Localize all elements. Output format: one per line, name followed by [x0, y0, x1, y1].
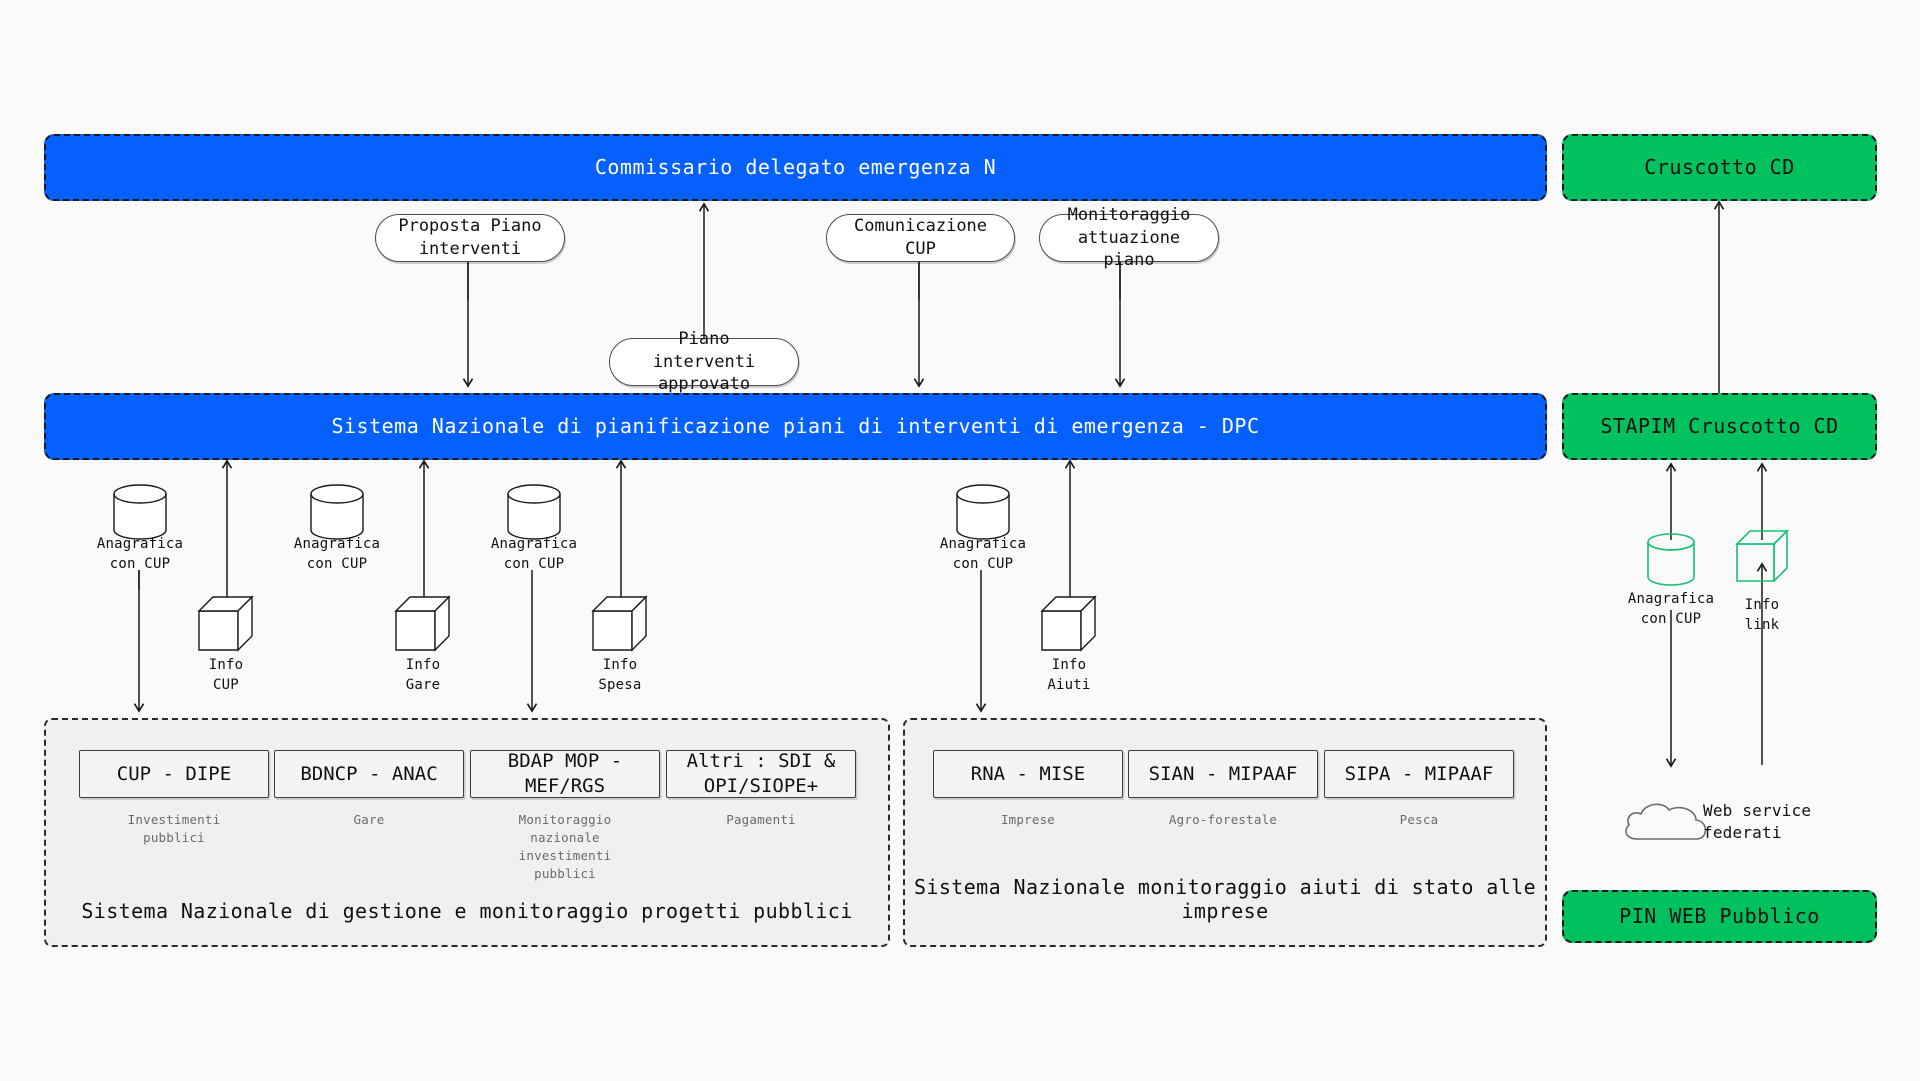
bar-sistema-nazionale-dpc[interactable]: Sistema Nazionale di pianificazione pian… [44, 393, 1547, 460]
box-sian-mipaaf[interactable]: SIAN - MIPAAF [1128, 750, 1318, 798]
box-bdncp-anac[interactable]: BDNCP - ANAC [274, 750, 464, 798]
database-icon-anagrafica-2 [308, 483, 366, 545]
pill-monitoraggio-attuazione-piano-label: Monitoraggio attuazione piano [1067, 204, 1191, 271]
pill-piano-interventi-approvato[interactable]: Piano interventi approvato [609, 329, 799, 394]
box-sipa-mipaaf[interactable]: SIPA - MIPAAF [1324, 750, 1514, 798]
cube-icon-info-spesa [590, 594, 652, 656]
bar-commissario-label: Commissario delegato emergenza N [594, 155, 997, 179]
database-label-anagrafica-3: Anagrafica con CUP [490, 536, 578, 572]
database-icon-anagrafica-1 [111, 483, 169, 545]
bar-cruscotto-cd-label: Cruscotto CD [1644, 155, 1795, 179]
box-rna-mise[interactable]: RNA - MISE [933, 750, 1123, 798]
cube-icon-info-link [1734, 528, 1794, 588]
database-label-anagrafica-4: Anagrafica con CUP [939, 536, 1027, 572]
pill-proposta-piano-interventi-label: Proposta Piano interventi [398, 216, 542, 259]
box-rna-mise-label: RNA - MISE [970, 762, 1086, 785]
pill-monitoraggio-attuazione-piano[interactable]: Monitoraggio attuazione piano [1039, 205, 1219, 270]
pill-comunicazione-cup[interactable]: Comunicazione CUP [826, 214, 1015, 262]
caption-altri-sdi: Pagamenti [726, 812, 796, 827]
database-icon-anagrafica-green [1645, 532, 1697, 590]
caption-cup-dipe: Investimenti pubblici [127, 812, 221, 846]
cube-label-info-gare: Info Gare [405, 657, 441, 693]
bar-commissario-delegato[interactable]: Commissario delegato emergenza N [44, 134, 1547, 201]
box-cup-dipe-label: CUP - DIPE [116, 762, 232, 785]
database-label-anagrafica-1: Anagrafica con CUP [96, 536, 184, 572]
box-cup-dipe[interactable]: CUP - DIPE [79, 750, 269, 798]
cloud-icon-web-service-federati [1620, 798, 1712, 844]
pill-proposta-piano-interventi[interactable]: Proposta Piano interventi [375, 214, 565, 262]
box-sipa-mipaaf-label: SIPA - MIPAAF [1344, 762, 1494, 785]
subgraph-sistema-aiuti-stato-title: Sistema Nazionale monitoraggio aiuti di … [913, 875, 1537, 923]
cube-label-info-link: Info link [1744, 597, 1780, 633]
bar-stapim-cruscotto-cd-label: STAPIM Cruscotto CD [1600, 414, 1839, 438]
database-icon-anagrafica-4 [954, 483, 1012, 545]
database-icon-anagrafica-3 [505, 483, 563, 545]
cube-icon-info-gare [393, 594, 455, 656]
bar-pin-web-pubblico-label: PIN WEB Pubblico [1619, 904, 1820, 928]
cube-icon-info-aiuti [1039, 594, 1101, 656]
caption-sipa-mipaaf: Pesca [1399, 812, 1439, 827]
cube-label-info-cup: Info CUP [208, 657, 244, 693]
box-bdap-mop[interactable]: BDAP MOP - MEF/RGS [470, 750, 660, 798]
box-sian-mipaaf-label: SIAN - MIPAAF [1148, 762, 1298, 785]
box-bdncp-anac-label: BDNCP - ANAC [300, 762, 438, 785]
pill-piano-interventi-approvato-label: Piano interventi approvato [652, 328, 756, 395]
bar-sistema-nazionale-dpc-label: Sistema Nazionale di pianificazione pian… [331, 414, 1260, 438]
cloud-label-web-service-federati: Web service federati [1703, 801, 1812, 843]
box-bdap-mop-label: BDAP MOP - MEF/RGS [507, 750, 623, 797]
cube-label-info-spesa: Info Spesa [598, 657, 642, 693]
bar-cruscotto-cd[interactable]: Cruscotto CD [1562, 134, 1877, 201]
caption-bdncp-anac: Gare [353, 812, 385, 827]
caption-rna-mise: Imprese [1000, 812, 1056, 827]
caption-sian-mipaaf: Agro-forestale [1168, 812, 1278, 827]
caption-bdap-mop: Monitoraggio nazionale investimenti pubb… [518, 812, 612, 882]
bar-pin-web-pubblico[interactable]: PIN WEB Pubblico [1562, 890, 1877, 943]
bar-stapim-cruscotto-cd[interactable]: STAPIM Cruscotto CD [1562, 393, 1877, 460]
pill-comunicazione-cup-label: Comunicazione CUP [853, 216, 988, 259]
database-label-anagrafica-green: Anagrafica con CUP [1627, 591, 1715, 627]
subgraph-sistema-progetti-pubblici-title: Sistema Nazionale di gestione e monitora… [81, 899, 853, 923]
box-altri-sdi[interactable]: Altri : SDI & OPI/SIOPE+ [666, 750, 856, 798]
cube-label-info-aiuti: Info Aiuti [1047, 657, 1091, 693]
database-label-anagrafica-2: Anagrafica con CUP [293, 536, 381, 572]
cube-icon-info-cup [196, 594, 258, 656]
box-altri-sdi-label: Altri : SDI & OPI/SIOPE+ [686, 750, 836, 797]
